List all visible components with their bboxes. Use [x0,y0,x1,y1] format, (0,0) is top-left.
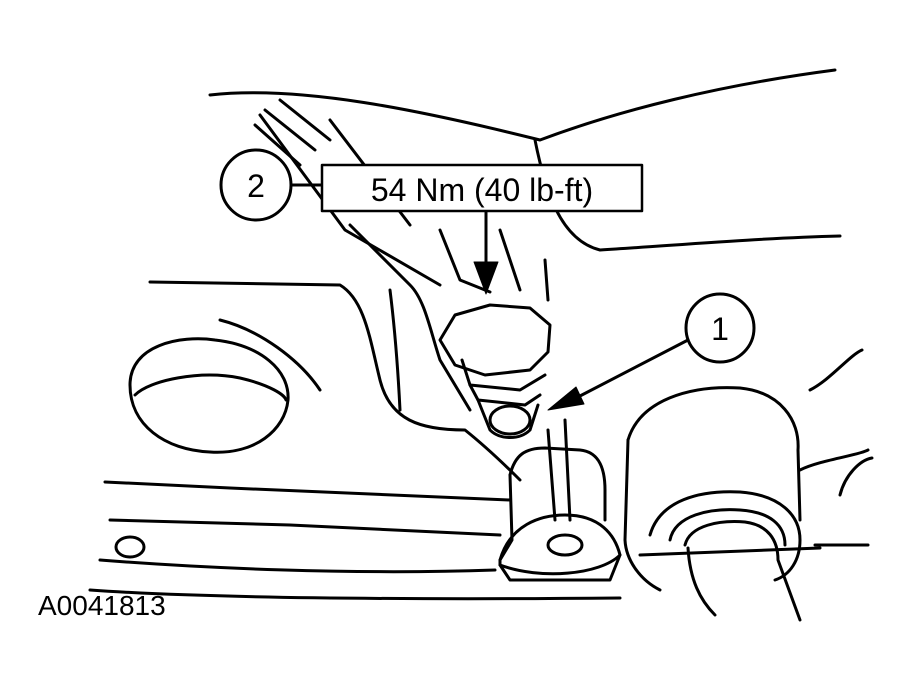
right-structure [638,546,822,557]
housing-outline [148,280,522,482]
callout-1-arrowhead [547,386,585,411]
housing-opening-rim [133,373,288,402]
small-hole [114,535,146,559]
mount-bracket [498,473,514,562]
callout-1-leader [576,338,690,399]
wrench-jaw [438,228,492,294]
cylinder-body [626,386,802,522]
callout-1-circle [684,292,756,364]
housing-flange [218,318,322,392]
cylinder-end [648,490,802,582]
callout-2-number: 2 [247,168,265,204]
wrench-jaw [543,258,550,302]
torque-spec-box [320,163,644,213]
housing-opening [128,337,290,454]
sensor-tip [476,398,540,439]
torque-arrowhead [473,261,499,295]
shaft [686,546,717,617]
mount-ear-side [498,553,622,582]
sensor-hex [438,303,552,377]
mount-bracket [508,446,607,522]
callout-1-number: 1 [711,311,729,347]
hatch-line [253,123,302,167]
hatch-line [278,98,332,142]
housing-flange [388,288,402,412]
sensor-body [460,358,547,392]
sensor-tip-end [488,404,532,436]
mount-ear [498,513,622,576]
wrench-jaw [498,228,522,292]
sensor-body [468,383,542,407]
housing-edge [98,558,497,574]
cylinder-end-inner [668,508,787,547]
sensor-stem [546,418,572,522]
cylinder-body [623,438,662,592]
torque-spec-label: 54 Nm (40 lb-ft) [371,172,593,208]
mount-hole [546,533,584,557]
right-structure [813,456,874,547]
upper-panel-outline [208,68,837,142]
housing-edge [108,518,502,537]
housing-edge [88,588,622,601]
figure-id: A0041813 [38,590,166,621]
wrench-jaw [348,223,472,412]
hatch-line [263,108,317,152]
right-structure [798,348,870,472]
housing-edge [103,480,512,502]
